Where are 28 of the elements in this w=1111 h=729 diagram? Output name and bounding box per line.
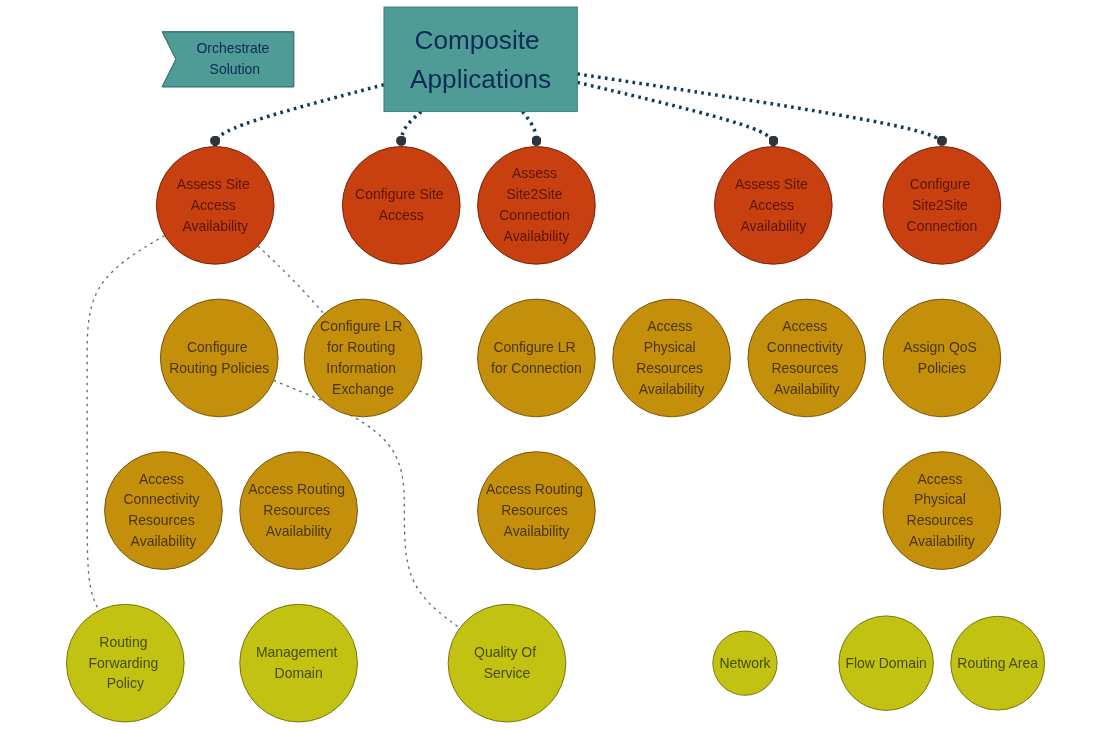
- node-circle: Access Physical Resources Availability: [612, 298, 731, 418]
- node-circle: Access Routing Resources Availability: [239, 451, 358, 570]
- node-circle: Configure Routing Policies: [159, 298, 279, 418]
- node-circle: Routing Area: [950, 615, 1045, 711]
- node-circle: Management Domain: [239, 603, 358, 723]
- connector: [209, 83, 385, 147]
- node-circle: Configure LR for Routing Information Exchange: [303, 298, 423, 418]
- node-circle: Network: [712, 630, 778, 696]
- node-circle: Access Connectivity Resources Availability: [104, 451, 223, 570]
- node-circle: Assess Site2Site Connection Availability: [477, 146, 596, 265]
- node-circle: Flow Domain: [838, 615, 934, 711]
- node-circle: Access Physical Resources Availability: [882, 451, 1002, 570]
- connector: [576, 80, 779, 147]
- connector: [577, 72, 948, 147]
- node-circle: Configure Site Access: [341, 146, 461, 265]
- node-circle: Access Routing Resources Availability: [477, 451, 596, 570]
- connector: [257, 245, 325, 315]
- node-circle: Configure Site2Site Connection: [882, 146, 1002, 265]
- node-circle: Assess Site Access Availability: [714, 146, 833, 265]
- node-circle: Assess Site Access Availability: [155, 146, 275, 265]
- node-circle: Configure LR for Connection: [477, 298, 596, 418]
- node-box: Composite Applications: [383, 6, 578, 113]
- connector: [521, 110, 542, 147]
- connector: [396, 110, 423, 147]
- node-circle: Quality Of Service: [447, 603, 567, 723]
- node-circle: Assign QoS Policies: [882, 298, 1002, 418]
- node-circle: Routing Forwarding Policy: [66, 603, 185, 723]
- node-circle: Access Connectivity Resources Availability: [747, 298, 867, 418]
